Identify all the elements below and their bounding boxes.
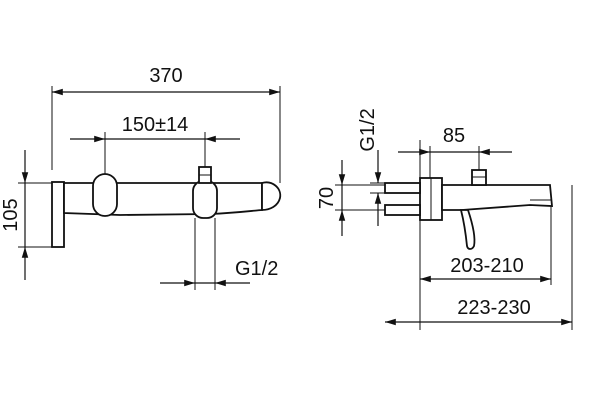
inlet-lower [384,204,421,216]
dim-105: 105 [0,198,22,231]
side-view: 85 G1/2 70 203-210 223-230 [316,108,573,330]
front-view: 370 150±14 105 G1/2 [0,65,282,290]
dim-203-210: 203-210 [450,255,523,277]
dim-g12-front: G1/2 [235,258,278,280]
wall-plate [51,181,65,248]
dim-370: 370 [149,65,182,87]
dim-85: 85 [443,125,465,147]
dim-150-14: 150±14 [122,114,189,136]
escutcheon-left [92,173,118,217]
escutcheon-right [192,180,218,219]
side-lever [459,209,476,250]
dim-g12-side: G1/2 [357,108,379,151]
inlet-upper [384,182,421,194]
dim-223-230: 223-230 [457,297,530,319]
spout-tip [261,181,282,211]
side-spout [441,184,553,211]
dim-70: 70 [316,187,338,209]
